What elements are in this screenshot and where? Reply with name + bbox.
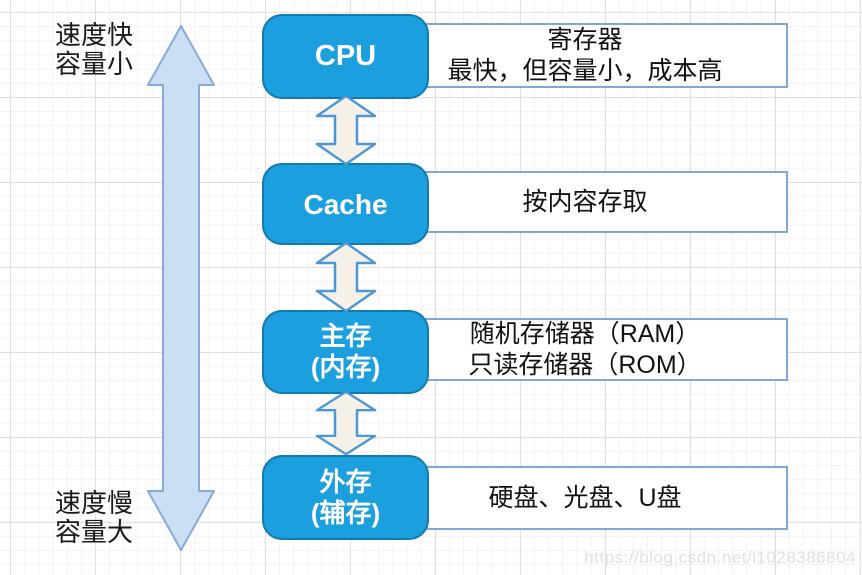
node-label: CPU — [314, 40, 377, 72]
vertical-double-arrow-icon — [147, 25, 215, 551]
description-box-cpu: 寄存器 最快，但容量小，成本高 — [422, 23, 788, 88]
node-label: Cache — [303, 188, 388, 220]
watermark-url: https://blog.csdn.net/l1028386804 — [584, 548, 856, 567]
description-text: 随机存储器（RAM） 只读存储器（ROM） — [468, 319, 702, 379]
node-external-storage: 外存 (辅存) — [262, 455, 429, 540]
node-cpu: CPU — [262, 14, 429, 99]
description-box-external-storage: 硬盘、光盘、U盘 — [422, 466, 788, 530]
node-label: 外存 (辅存) — [310, 466, 381, 528]
description-text: 按内容存取 — [522, 187, 648, 216]
vertical-double-arrow-icon — [315, 94, 377, 166]
description-text: 寄存器 最快，但容量小，成本高 — [447, 25, 723, 85]
vertical-double-arrow-icon — [315, 390, 377, 456]
node-label: 主存 (内存) — [310, 321, 381, 382]
description-box-main-memory: 随机存储器（RAM） 只读存储器（ROM） — [422, 318, 788, 381]
node-main-memory: 主存 (内存) — [262, 310, 429, 394]
speed-capacity-bottom-label: 速度慢 容量大 — [55, 488, 134, 547]
description-box-cache: 按内容存取 — [422, 171, 788, 233]
speed-capacity-top-label: 速度快 容量小 — [55, 20, 134, 79]
description-text: 硬盘、光盘、U盘 — [488, 483, 682, 512]
vertical-double-arrow-icon — [315, 241, 377, 313]
node-cache: Cache — [262, 163, 429, 245]
